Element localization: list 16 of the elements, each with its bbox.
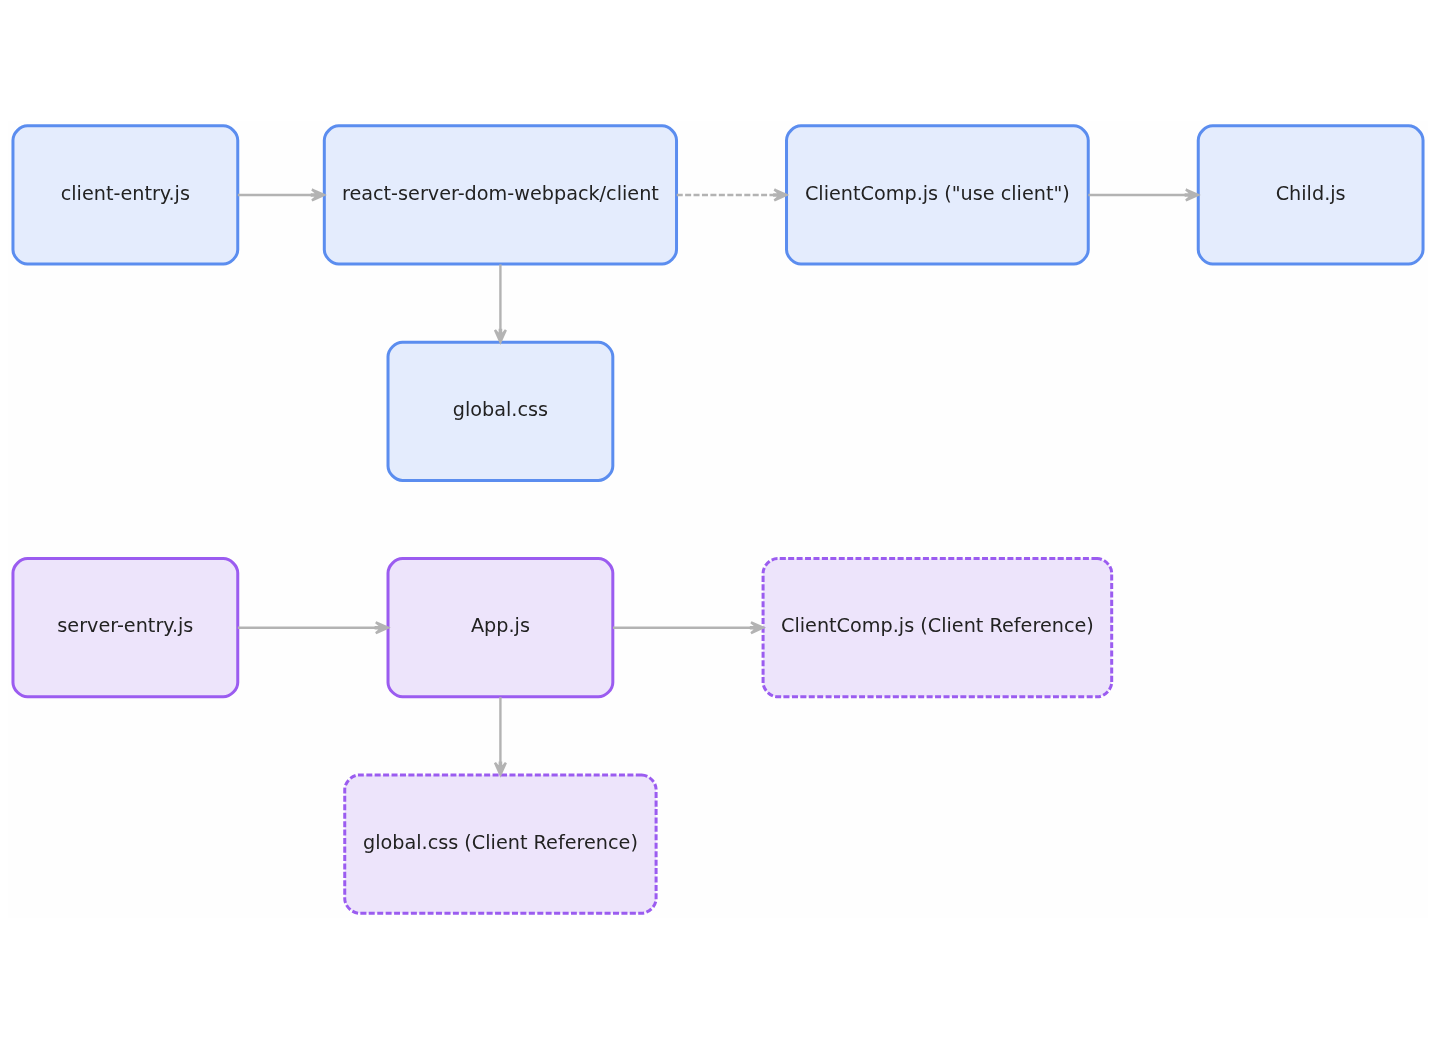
- arrow: [237, 187, 326, 202]
- node-box: ClientComp.js (Client Reference): [761, 556, 1114, 698]
- node-box: ClientComp.js ("use client"): [785, 123, 1090, 266]
- arrow: [612, 620, 765, 634]
- arrow: [676, 187, 788, 202]
- arrow: [493, 263, 508, 343]
- node-box: react-server-dom-webpack/client: [322, 123, 679, 266]
- arrow: [493, 696, 508, 776]
- arrow: [1088, 187, 1200, 202]
- node-box: global.css: [386, 340, 615, 482]
- node-box: App.js: [386, 556, 615, 698]
- node-box: server-entry.js: [11, 556, 240, 698]
- node-box: Child.js: [1196, 123, 1425, 266]
- node-box: global.css (Client Reference): [343, 772, 658, 915]
- arrow: [237, 620, 390, 634]
- node-box: client-entry.js: [11, 123, 240, 266]
